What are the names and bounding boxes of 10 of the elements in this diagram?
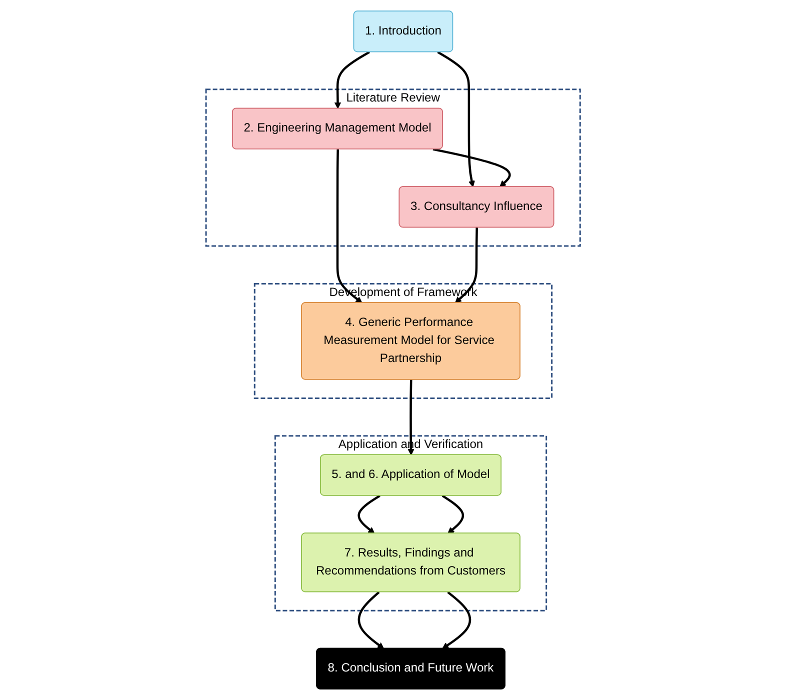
arrow [334, 51, 370, 109]
arrow [438, 51, 476, 188]
arrow [358, 591, 384, 649]
arrow [408, 380, 415, 456]
arrow [433, 148, 512, 188]
arrow [442, 494, 464, 534]
arrow [455, 228, 478, 304]
arrow [358, 494, 381, 534]
arrow [442, 591, 472, 649]
arrow [336, 149, 363, 304]
